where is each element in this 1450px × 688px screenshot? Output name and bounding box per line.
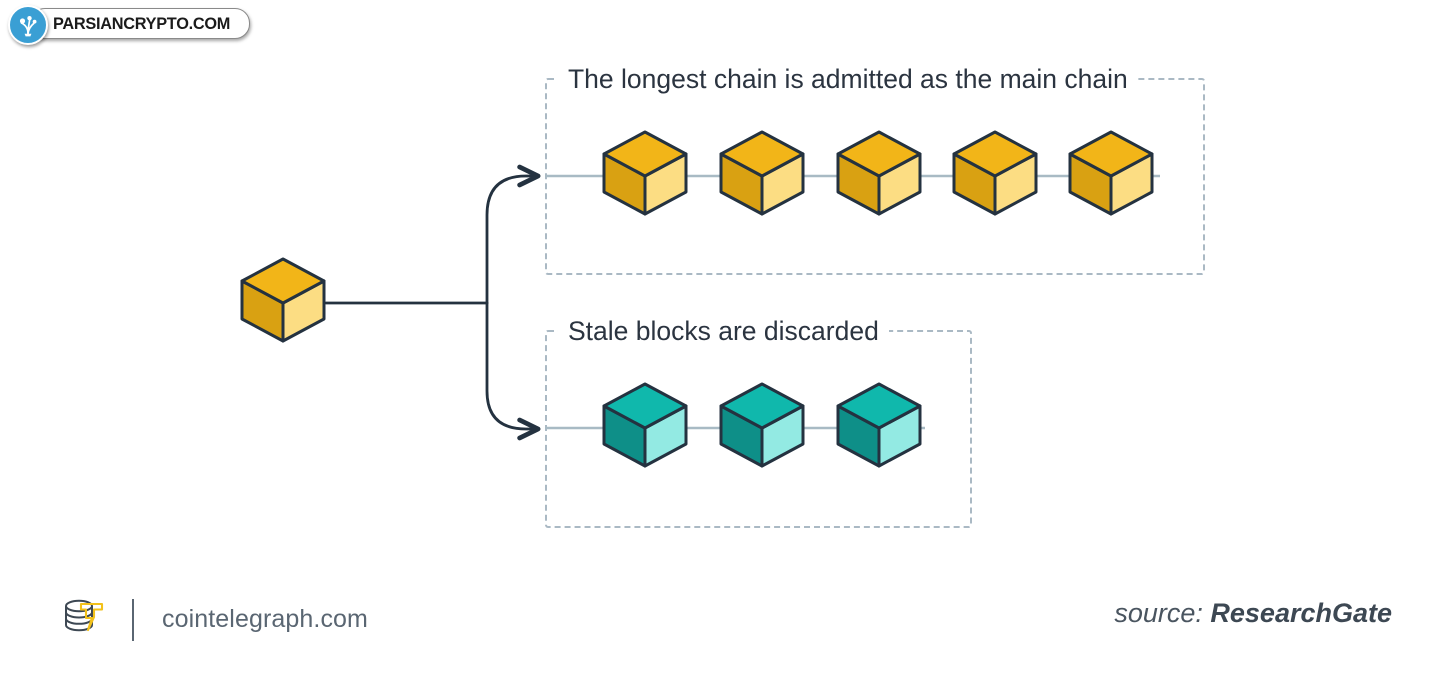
main-chain-blocks xyxy=(602,130,1154,216)
stale-chain-block xyxy=(719,382,805,468)
branch-arrow-up xyxy=(485,164,541,305)
cointelegraph-logo-icon xyxy=(58,592,108,647)
stale-chain-blocks xyxy=(602,382,922,468)
footer: cointelegraph.com source: ResearchGate xyxy=(0,578,1450,688)
parsiancrypto-logo-icon xyxy=(8,5,48,45)
stale-chain-block xyxy=(602,382,688,468)
footer-source: source: ResearchGate xyxy=(1114,598,1392,629)
stale-title: Stale blocks are discarded xyxy=(558,318,889,345)
footer-site-label: cointelegraph.com xyxy=(162,605,368,633)
main-chain-block xyxy=(719,130,805,216)
watermark-label: PARSIANCRYPTO.COM xyxy=(53,13,231,33)
main-chain-block xyxy=(836,130,922,216)
source-name: ResearchGate xyxy=(1210,598,1392,628)
footer-brand: cointelegraph.com xyxy=(58,592,368,647)
stale-chain-block xyxy=(836,382,922,468)
source-label: source: xyxy=(1114,598,1203,628)
footer-divider xyxy=(132,598,134,641)
main-chain-block xyxy=(952,130,1038,216)
branch-connector xyxy=(324,164,541,441)
main-chain-block xyxy=(602,130,688,216)
main-chain-block xyxy=(1068,130,1154,216)
main-chain-title: The longest chain is admitted as the mai… xyxy=(558,66,1138,93)
branch-arrow-down xyxy=(485,301,541,441)
genesis-block xyxy=(240,257,326,343)
watermark-pill: PARSIANCRYPTO.COM xyxy=(30,8,251,39)
